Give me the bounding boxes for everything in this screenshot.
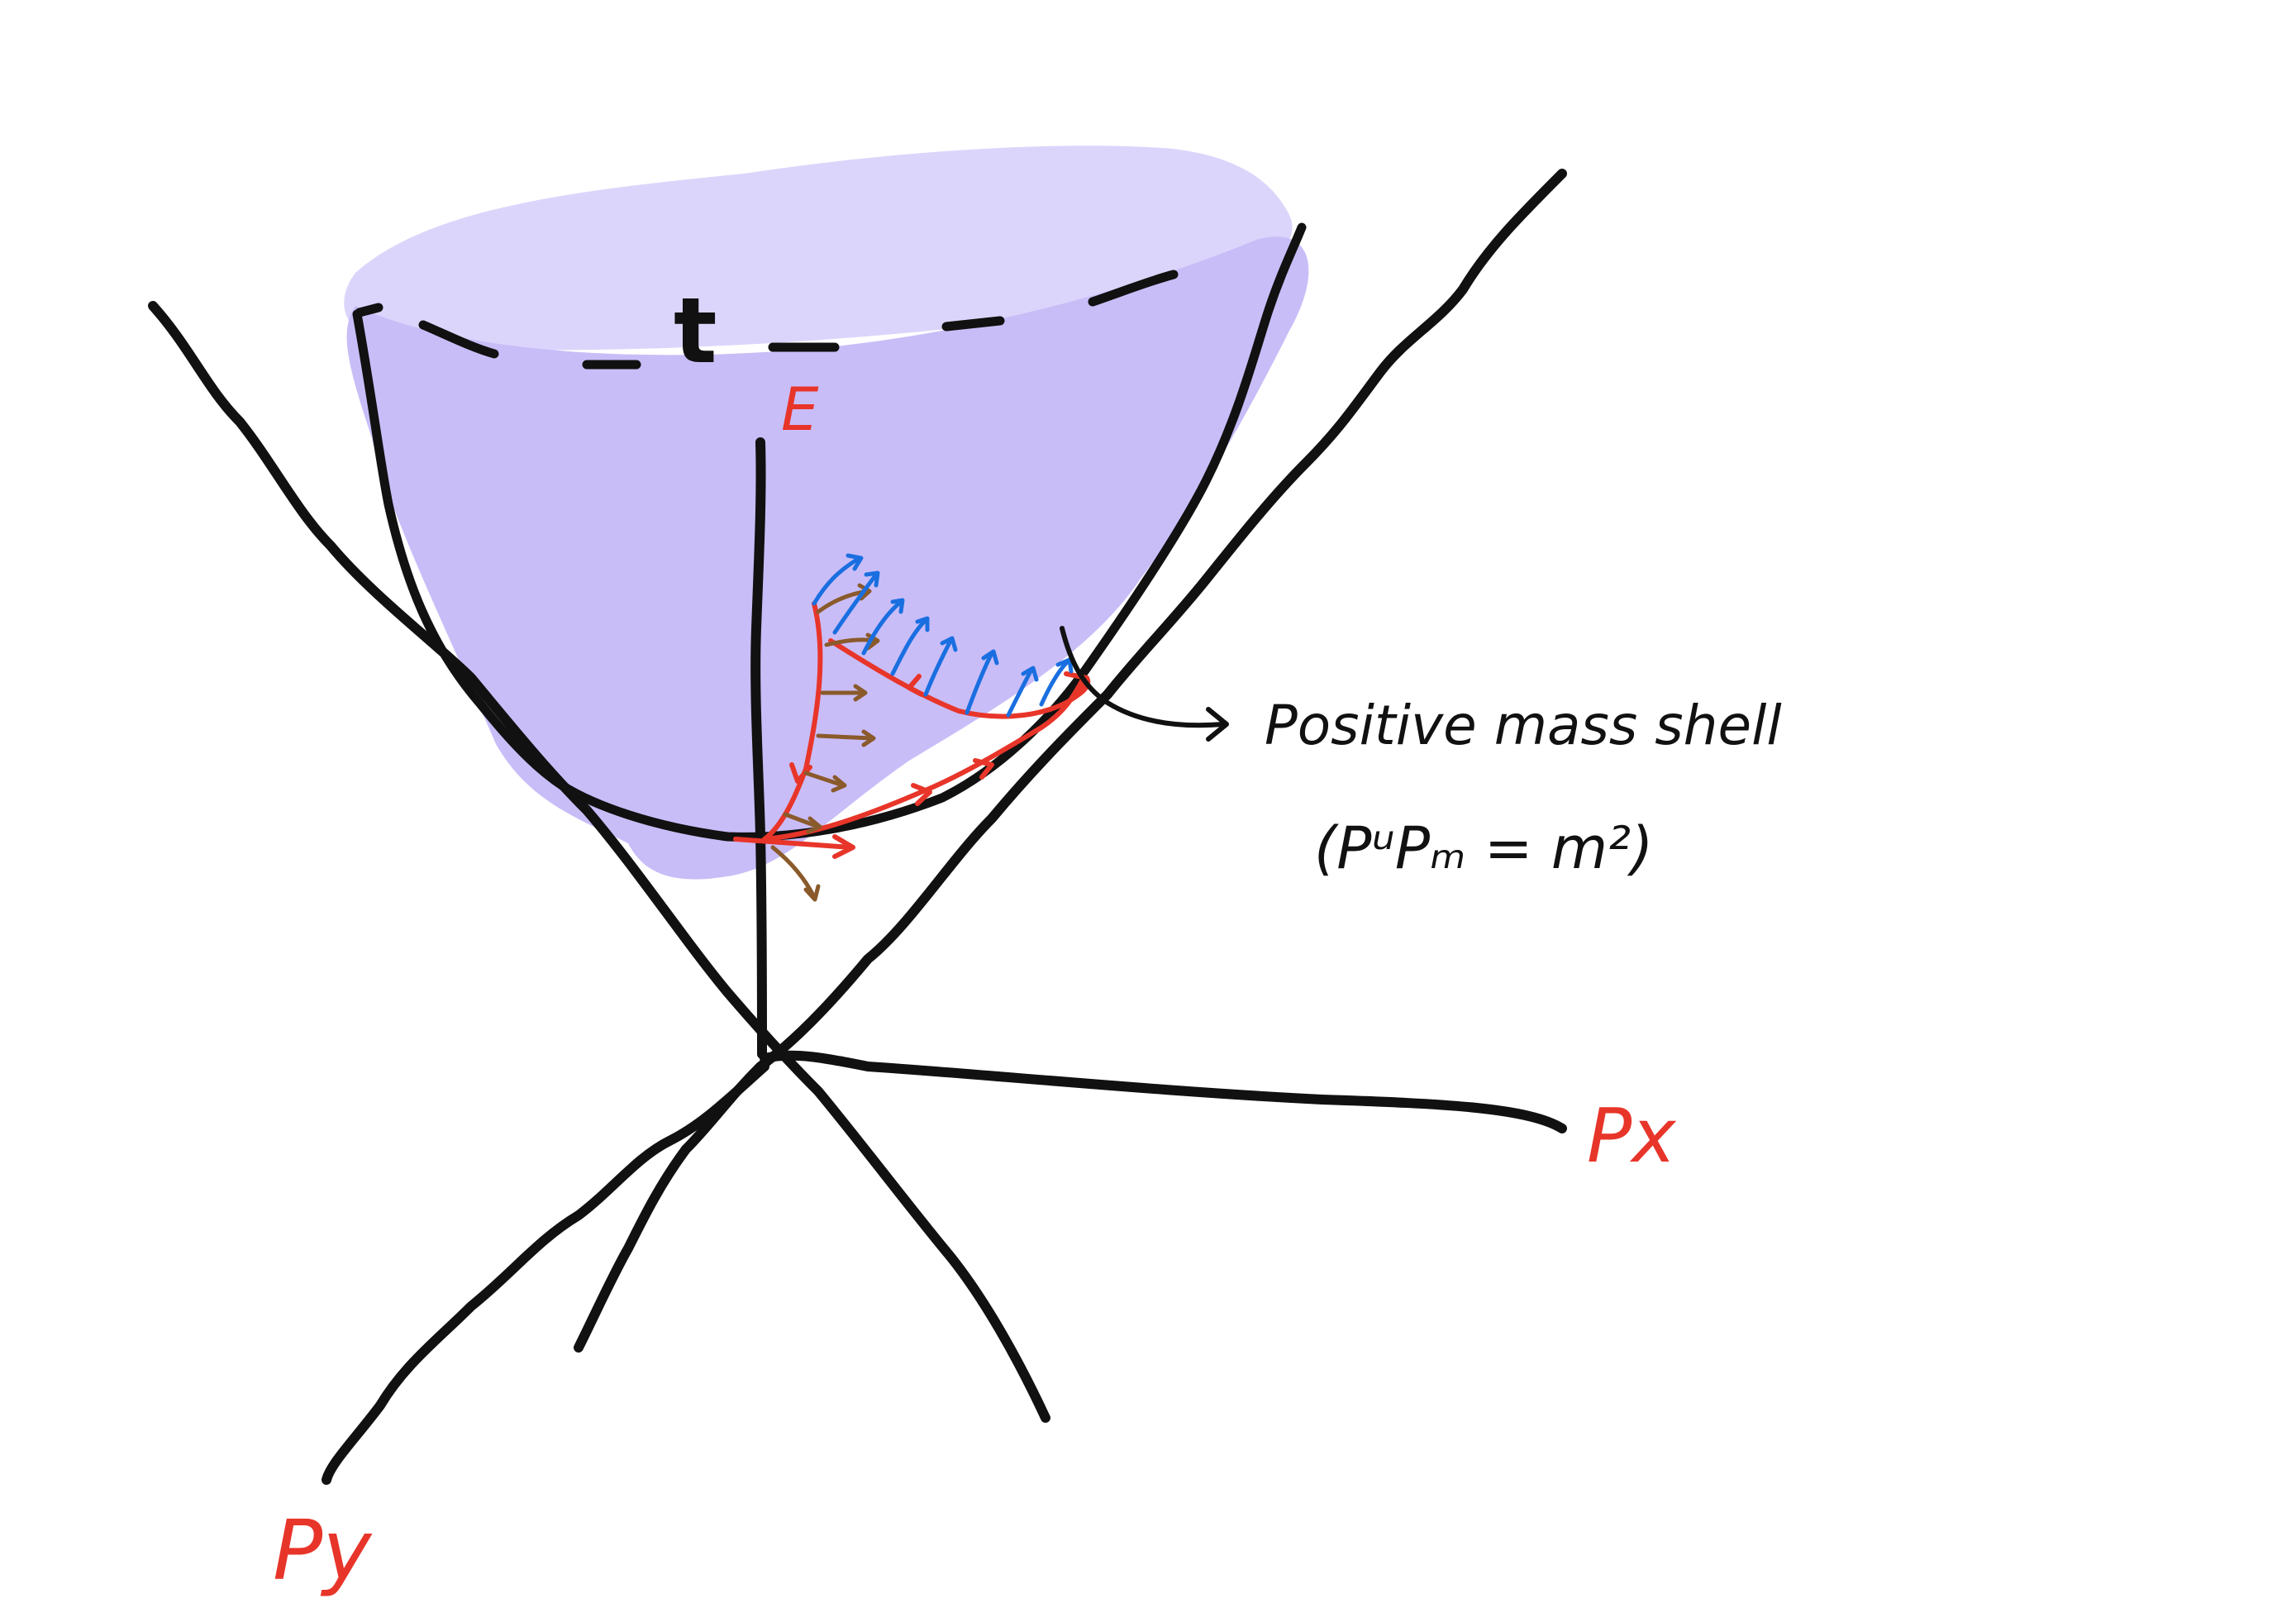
px-axis-line <box>760 1050 1567 1133</box>
time-marker-label: t <box>674 278 717 384</box>
mass-shell-curve <box>352 222 1307 842</box>
shell-body-shading <box>346 236 1309 880</box>
arrow-right-icon-red-3 <box>973 758 994 780</box>
light-cone-left-edge <box>148 301 1050 1423</box>
dashed-rim <box>355 270 1179 370</box>
py-axis-label: Py <box>273 1502 373 1599</box>
arrow-right-icon-red-1 <box>832 834 855 859</box>
px-axis-label: Px <box>1587 1093 1677 1180</box>
arrow-right-icon-red-2 <box>911 783 932 806</box>
arrow-right-icon <box>1206 707 1229 742</box>
shell-name-label: Positive mass shell <box>1265 694 1782 757</box>
arrow-left-icon-red-5 <box>907 674 924 697</box>
shell-equation-label: (PᵘPₘ = m²) <box>1314 814 1653 882</box>
annotation-leader <box>1060 626 1226 728</box>
energy-axis-label: E <box>781 375 819 444</box>
light-cone-right-edge <box>574 169 1567 1353</box>
shell-cap-shading <box>344 146 1293 351</box>
py-axis-line <box>322 1062 769 1485</box>
energy-axis-line <box>750 437 767 1059</box>
blue-normal-vectors <box>812 553 1074 718</box>
arrow-right-icon-red-4 <box>1064 671 1089 699</box>
